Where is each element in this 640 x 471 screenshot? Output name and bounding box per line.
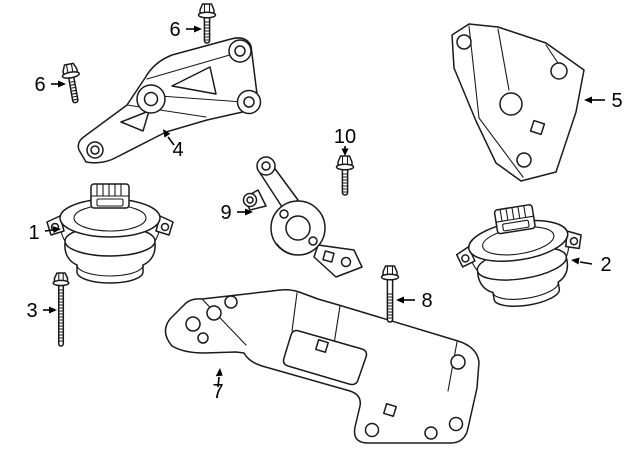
callout-6a-arrowhead	[194, 25, 202, 33]
callout-10-label[interactable]: 10	[334, 126, 356, 148]
callout-9-arrowhead	[245, 208, 253, 216]
callout-2-label[interactable]: 2	[600, 254, 611, 276]
part-5-bracket-plate	[451, 23, 585, 182]
callout-5-arrowhead	[584, 96, 592, 104]
callout-1-label[interactable]: 1	[28, 222, 39, 244]
callout-10-arrowhead	[341, 148, 349, 156]
part-2-engine-mount	[449, 196, 592, 316]
callout-5: 5	[584, 90, 623, 112]
callout-1-arrow	[44, 229, 54, 232]
callout-4-arrowhead	[163, 129, 171, 138]
callout-9: 9	[220, 202, 253, 224]
bolt-hole	[224, 295, 238, 309]
callout-4-arrow	[167, 136, 175, 146]
callout-1: 1	[28, 222, 61, 244]
callout-3: 3	[26, 300, 57, 322]
callout-7-arrow	[217, 376, 220, 388]
callout-7-arrowhead	[215, 368, 223, 377]
crossmember-center-opening	[282, 329, 368, 386]
callout-4-label[interactable]: 4	[172, 139, 183, 161]
callout-2-arrowhead	[571, 257, 580, 265]
callout-8: 8	[396, 290, 433, 312]
square-hole	[529, 119, 546, 136]
callout-2-arrow	[579, 261, 593, 265]
part-4-bracket	[77, 37, 262, 164]
callout-7-label[interactable]: 7	[212, 381, 223, 403]
callout-3-label[interactable]: 3	[26, 300, 37, 322]
callout-6b: 6	[34, 74, 66, 96]
bolt-hole	[424, 426, 438, 440]
callout-8-label[interactable]: 8	[421, 290, 432, 312]
large-hole	[499, 92, 523, 116]
callout-9-label[interactable]: 9	[220, 202, 231, 224]
part-8-bolt	[380, 265, 400, 323]
part-6a-bolt	[197, 3, 217, 44]
part-9-center-bracket	[242, 156, 363, 278]
callout-5-label[interactable]: 5	[611, 90, 622, 112]
callout-7: 7	[212, 368, 224, 403]
callout-6b-label[interactable]: 6	[34, 74, 45, 96]
bolt-hole	[364, 422, 380, 438]
bolt-hole	[448, 416, 464, 432]
bolt-hole	[185, 316, 201, 332]
callout-3-arrowhead	[49, 306, 57, 314]
part-10-bolt	[335, 155, 355, 196]
bolt-hole	[206, 305, 222, 321]
callout-10: 10	[334, 126, 356, 156]
bolt-hole	[450, 354, 466, 370]
bolt-hole	[197, 332, 209, 344]
callout-6a-label[interactable]: 6	[169, 19, 180, 41]
callout-4: 4	[163, 129, 184, 161]
bolt-hole	[550, 62, 568, 80]
bolt-hole	[456, 34, 472, 50]
callout-6a: 6	[169, 19, 202, 41]
callout-1-arrowhead	[52, 226, 61, 233]
part-1-engine-mount	[46, 183, 174, 284]
part-7-crossmember	[164, 288, 480, 444]
callout-6b-arrowhead	[58, 80, 66, 88]
bracket-foot	[313, 244, 363, 278]
bolt-hole	[516, 152, 532, 168]
callout-8-arrowhead	[396, 296, 404, 304]
callout-2: 2	[571, 254, 612, 276]
